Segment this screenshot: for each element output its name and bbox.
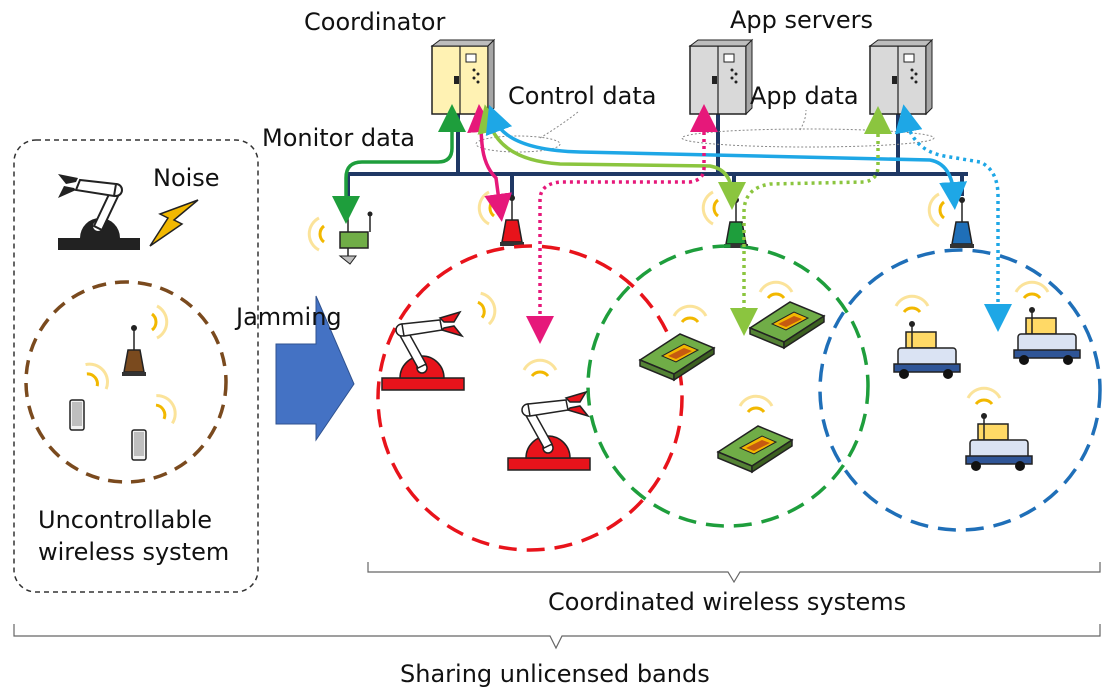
brown-access-point-icon: [121, 324, 147, 377]
wave-icon: [758, 280, 794, 300]
wave-icon: [150, 304, 169, 340]
app-server-icon: [869, 39, 933, 115]
green-app-data-arrow: [730, 106, 892, 336]
circuit-board-icon: [639, 333, 715, 381]
sharing-brace: [13, 624, 1101, 650]
uncontrollable-label-line2: wireless system: [38, 538, 229, 566]
coordinated-label: Coordinated wireless systems: [548, 588, 906, 616]
circuit-board-icon: [717, 425, 793, 473]
wave-icon: [150, 389, 183, 428]
control-data-label: Control data: [508, 82, 656, 110]
noise-robot-arm-icon: [58, 174, 140, 250]
cart-robot-icon: [1013, 306, 1081, 366]
cart-robot-icon: [893, 320, 961, 380]
uncontrollable-label-line1: Uncontrollable: [38, 506, 212, 534]
robot-arm-icon: [507, 391, 591, 471]
phone-icon: [69, 399, 85, 431]
app-data-label: App data: [750, 82, 859, 110]
monitor-data-arrow: [332, 104, 466, 224]
wave-icon: [966, 386, 1002, 406]
monitor-data-label: Monitor data: [262, 124, 415, 152]
wave-icon: [80, 356, 116, 394]
wave-icon: [927, 192, 946, 228]
green-control-arrow: [477, 104, 746, 210]
coordinator-server-icon: [431, 39, 495, 115]
wave-icon: [701, 190, 720, 226]
red-app-data-arrow: [526, 104, 718, 344]
uncontrollable-area-circle: [24, 280, 228, 484]
blue-coverage-circle: [818, 248, 1102, 532]
red-access-point-icon: [499, 194, 525, 247]
wave-icon: [1014, 280, 1050, 300]
sharing-label: Sharing unlicensed bands: [400, 660, 710, 688]
cart-robot-icon: [965, 412, 1033, 472]
circuit-board-icon: [749, 301, 825, 349]
robot-arm-icon: [381, 311, 465, 391]
blue-app-data-arrow: [894, 104, 1012, 332]
wave-icon: [307, 216, 326, 252]
monitor-sensor-icon: [338, 211, 373, 265]
blue-control-arrow: [485, 104, 968, 210]
wave-icon: [474, 289, 500, 327]
red-coverage-circle: [376, 244, 684, 552]
jamming-label: Jamming: [234, 303, 342, 331]
noise-lightning-icon: [149, 199, 199, 247]
jamming-arrow-icon: [275, 295, 355, 442]
coordinator-label: Coordinator: [304, 8, 445, 36]
blue-access-point-icon: [949, 196, 975, 249]
wave-icon: [894, 294, 930, 314]
app-server-icon: [689, 39, 753, 115]
wave-icon: [477, 190, 496, 226]
app-servers-label: App servers: [730, 6, 873, 34]
wave-icon: [522, 358, 558, 378]
wave-icon: [672, 304, 708, 324]
wave-icon: [738, 394, 774, 414]
green-coverage-circle: [586, 244, 870, 528]
noise-label: Noise: [153, 164, 220, 192]
phone-icon: [131, 429, 147, 461]
uncontrollable-system-box: [13, 139, 259, 593]
coordinated-brace: [367, 562, 1101, 584]
